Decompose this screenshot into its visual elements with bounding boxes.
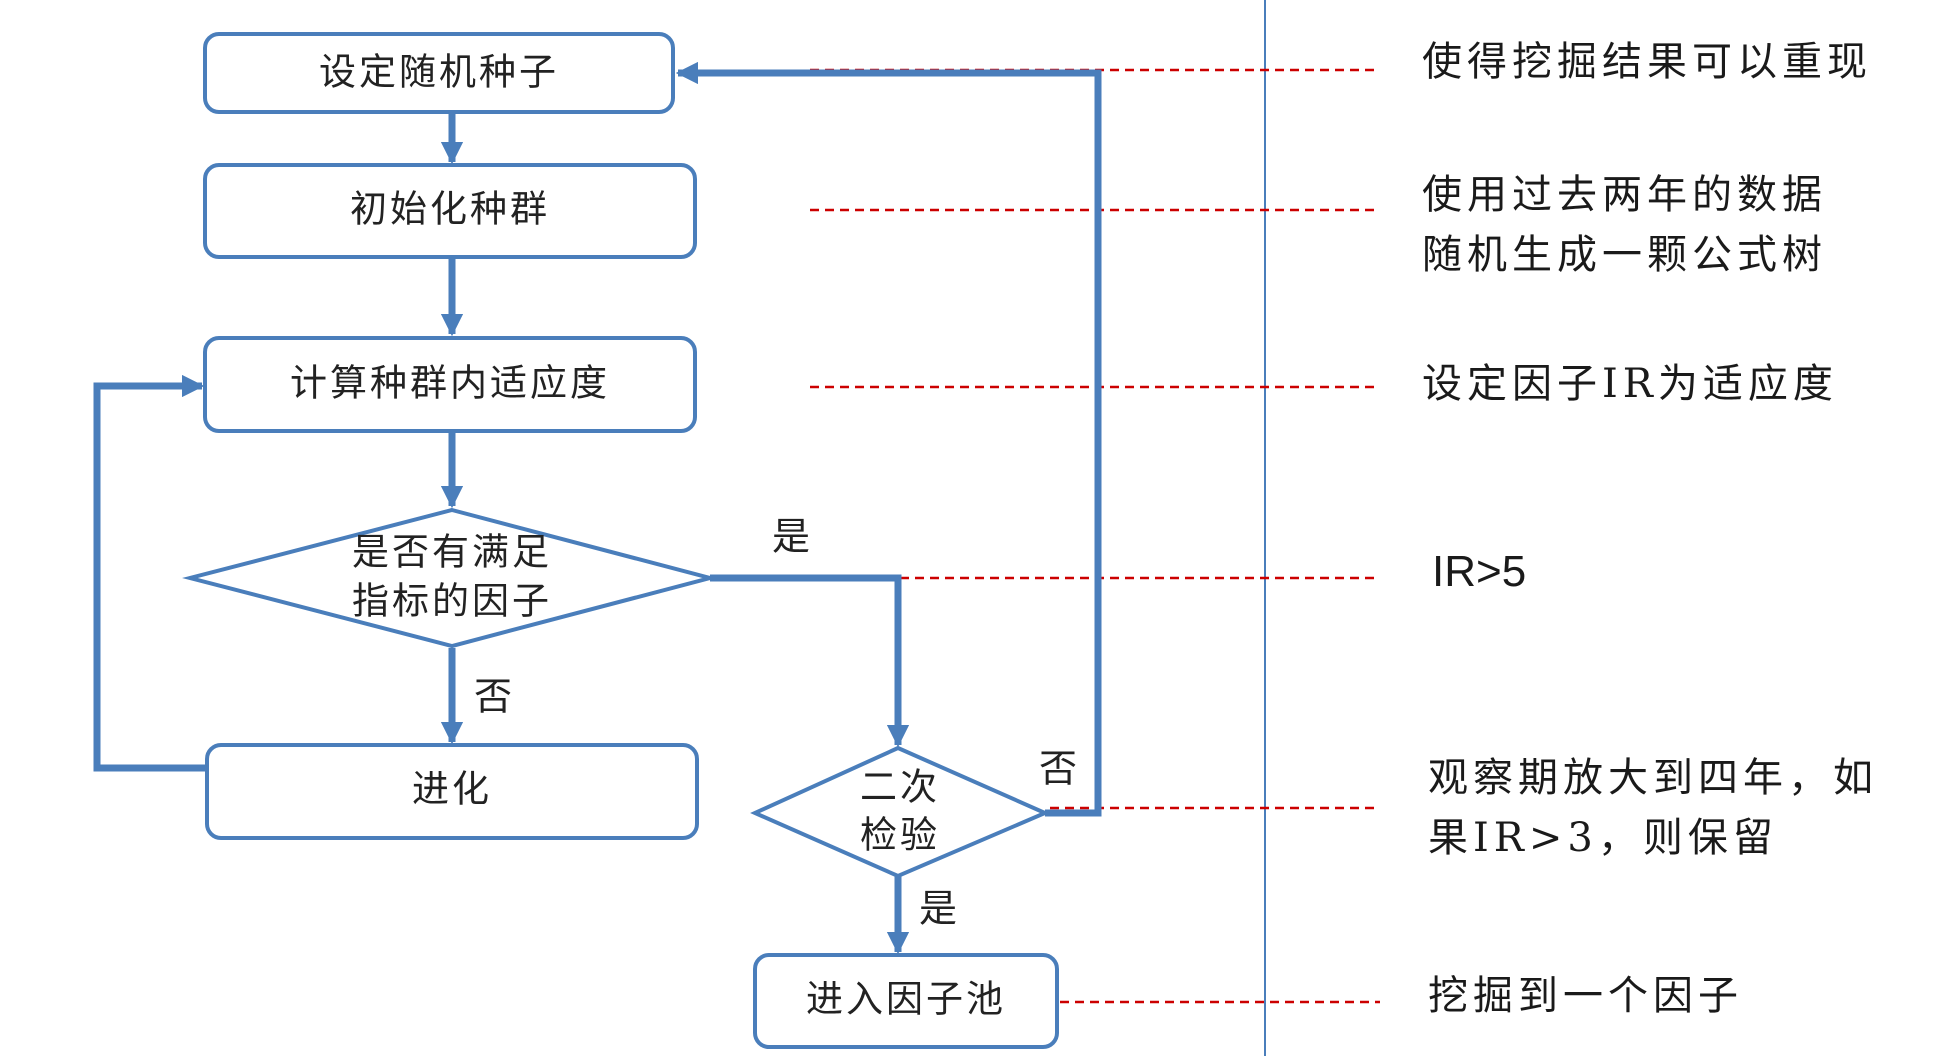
note-init-line1: 使用过去两年的数据 [1422,172,1827,218]
note-pool: 挖掘到一个因子 [1428,966,1743,1026]
node-second-check-label-line1: 二次 [860,766,940,809]
branch-label-second-yes: 是 [919,887,957,931]
node-compute-fitness[interactable]: 计算种群内适应度 [203,336,697,433]
note-init-line2: 随机生成一颗公式树 [1422,232,1827,278]
node-check-factor-diamond [182,507,718,649]
node-set-seed[interactable]: 设定随机种子 [203,32,675,114]
note-check: IR>5 [1432,542,1526,602]
node-check-factor-label-line1: 是否有满足 [352,531,552,574]
branch-label-check-no: 否 [474,675,512,719]
note-fitness-line1: 设定因子IR为适应度 [1422,361,1838,407]
node-compute-fitness-label: 计算种群内适应度 [290,362,610,405]
node-check-factor[interactable]: 是否有满足 指标的因子 [182,507,718,649]
branch-label-check-yes: 是 [772,515,810,559]
arrow-check-yes-to-second [710,574,910,748]
node-second-check-diamond [750,745,1051,879]
node-compute-fitness-box [203,336,697,433]
node-init-population-box [203,163,697,259]
node-evolve-label: 进化 [412,768,492,811]
node-second-check-label-line2: 检验 [860,814,940,857]
note-seed: 使得挖掘结果可以重现 [1422,32,1872,92]
node-evolve[interactable]: 进化 [205,743,699,840]
note-init: 使用过去两年的数据 随机生成一颗公式树 [1422,165,1827,285]
node-init-population-label: 初始化种群 [350,188,550,231]
note-second-line2: 果IR>3，则保留 [1428,815,1778,861]
connectors [93,61,1102,955]
node-second-check[interactable]: 二次 检验 [750,745,1051,879]
note-second-line1: 观察期放大到四年，如 [1428,755,1878,801]
note-seed-line1: 使得挖掘结果可以重现 [1422,39,1872,85]
node-factor-pool[interactable]: 进入因子池 [753,953,1059,1049]
branch-label-second-no: 否 [1039,747,1077,791]
note-second: 观察期放大到四年，如 果IR>3，则保留 [1428,748,1878,868]
arrow-second-no-to-seed [675,61,1102,817]
node-init-population[interactable]: 初始化种群 [203,163,697,259]
node-check-factor-label-line2: 指标的因子 [352,580,552,623]
note-fitness: 设定因子IR为适应度 [1422,354,1838,414]
arrow-evolve-loop-back [93,374,205,772]
node-set-seed-box [203,32,675,114]
node-evolve-box [205,743,699,840]
note-pool-line1: 挖掘到一个因子 [1428,973,1743,1019]
node-set-seed-label: 设定随机种子 [319,51,559,94]
node-factor-pool-label: 进入因子池 [806,978,1006,1021]
node-factor-pool-box [753,953,1059,1049]
note-check-line1: IR>5 [1432,547,1527,596]
